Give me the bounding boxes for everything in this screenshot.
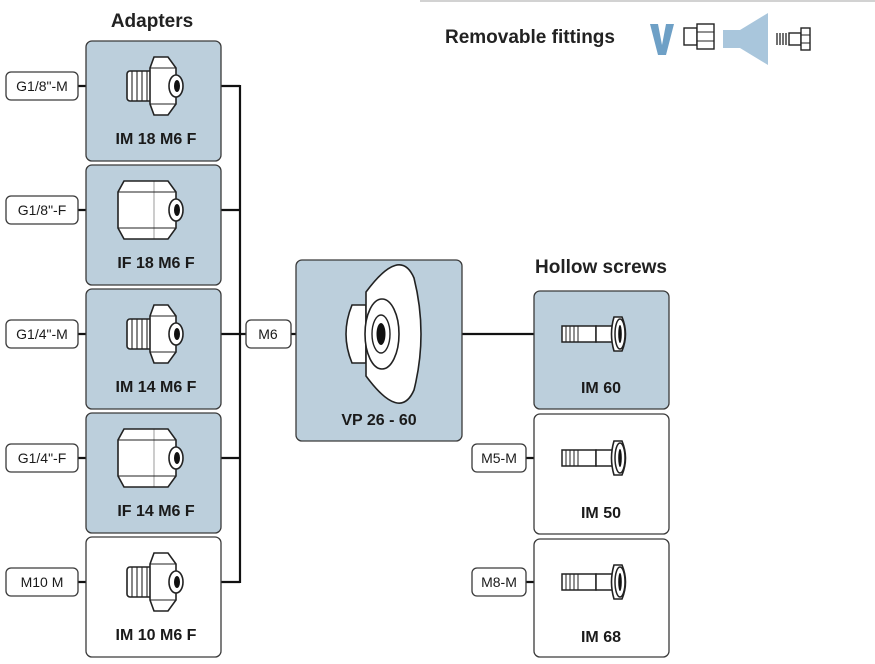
female-fitting-icon: [683, 23, 715, 50]
adapter-code: IM 10 M6 F: [116, 627, 197, 644]
svg-text:G1/8"-M: G1/8"-M: [16, 78, 68, 94]
thread-tag-g14-m: G1/4"-M: [5, 319, 79, 349]
v-fitting-icon: [650, 24, 674, 55]
svg-text:M6: M6: [258, 326, 278, 342]
adapter-code: IF 18 M6 F: [117, 255, 195, 272]
suction-cup-code: VP 26 - 60: [341, 412, 416, 429]
suction-cup-icon: [345, 264, 422, 404]
suction-cup-vp-26-60[interactable]: VP 26 - 60: [295, 259, 463, 442]
hollow-screw-im-68[interactable]: IM 68: [533, 538, 670, 658]
thread-tag-g18-m: G1/8"-M: [5, 71, 79, 101]
svg-text:G1/8"-F: G1/8"-F: [18, 202, 67, 218]
removable-fittings-heading: Removable fittings: [445, 27, 615, 48]
thread-tag-m5-m: M5-M: [471, 443, 527, 473]
svg-text:M10 M: M10 M: [21, 574, 64, 590]
adapter-code: IF 14 M6 F: [117, 503, 195, 520]
screw-fitting-icon: [776, 27, 811, 51]
svg-text:G1/4"-M: G1/4"-M: [16, 326, 68, 342]
hollow-screw-code: IM 50: [581, 505, 621, 522]
hollow-screw-im-50[interactable]: IM 50: [533, 413, 670, 535]
adapter-im-14-m6-f[interactable]: IM 14 M6 F: [85, 288, 222, 410]
hollow-screw-im-60[interactable]: IM 60: [533, 290, 670, 410]
hollow-screw-code: IM 68: [581, 629, 621, 646]
silencer-icon: [723, 13, 768, 65]
adapter-im-18-m6-f[interactable]: IM 18 M6 F: [85, 40, 222, 162]
adapter-if-14-m6-f[interactable]: IF 14 M6 F: [85, 412, 222, 534]
hollow-screw-code: IM 60: [581, 380, 621, 397]
adapter-code: IM 14 M6 F: [116, 379, 197, 396]
svg-text:M5-M: M5-M: [481, 450, 517, 466]
svg-text:M8-M: M8-M: [481, 574, 517, 590]
adapter-im-10-m6-f[interactable]: IM 10 M6 F: [85, 536, 222, 658]
adapter-code: IM 18 M6 F: [116, 131, 197, 148]
thread-tag-m8-m: M8-M: [471, 567, 527, 597]
thread-tag-g18-f: G1/8"-F: [5, 195, 79, 225]
adapters-heading: Adapters: [111, 11, 193, 32]
svg-text:G1/4"-F: G1/4"-F: [18, 450, 67, 466]
connector-tag-m6: M6: [245, 319, 292, 349]
thread-tag-m10-m: M10 M: [5, 567, 79, 597]
thread-tag-g14-f: G1/4"-F: [5, 443, 79, 473]
adapter-if-18-m6-f[interactable]: IF 18 M6 F: [85, 164, 222, 286]
hollow-screws-heading: Hollow screws: [535, 257, 667, 278]
